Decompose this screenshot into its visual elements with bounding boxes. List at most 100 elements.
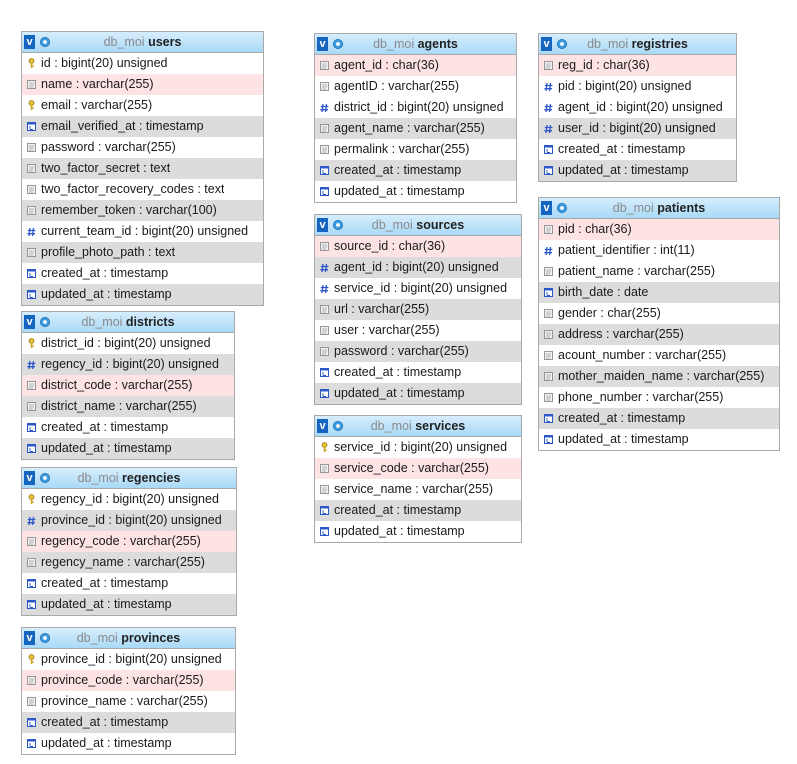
column-row[interactable]: acount_number : varchar(255) [539, 345, 779, 366]
column-row[interactable]: password : varchar(255) [315, 341, 521, 362]
collapse-toggle-icon[interactable]: v [541, 201, 552, 215]
column-row[interactable]: url : varchar(255) [315, 299, 521, 320]
column-row[interactable]: agent_id : bigint(20) unsigned [539, 97, 736, 118]
column-row[interactable]: created_at : timestamp [315, 160, 516, 181]
collapse-toggle-icon[interactable]: v [24, 631, 35, 645]
column-row[interactable]: updated_at : timestamp [315, 181, 516, 202]
gear-icon[interactable] [556, 38, 568, 50]
column-row[interactable]: updated_at : timestamp [539, 429, 779, 450]
column-row[interactable]: updated_at : timestamp [315, 521, 521, 542]
collapse-toggle-icon[interactable]: v [24, 315, 35, 329]
column-row[interactable]: regency_name : varchar(255) [22, 552, 236, 573]
column-row[interactable]: updated_at : timestamp [315, 383, 521, 404]
column-row[interactable]: district_name : varchar(255) [22, 396, 234, 417]
column-row[interactable]: mother_maiden_name : varchar(255) [539, 366, 779, 387]
column-row[interactable]: two_factor_recovery_codes : text [22, 179, 263, 200]
column-row[interactable]: updated_at : timestamp [22, 594, 236, 615]
column-row[interactable]: pid : char(36) [539, 219, 779, 240]
column-row[interactable]: user : varchar(255) [315, 320, 521, 341]
column-row[interactable]: profile_photo_path : text [22, 242, 263, 263]
column-row[interactable]: district_code : varchar(255) [22, 375, 234, 396]
column-row[interactable]: phone_number : varchar(255) [539, 387, 779, 408]
column-row[interactable]: agent_id : char(36) [315, 55, 516, 76]
column-row[interactable]: current_team_id : bigint(20) unsigned [22, 221, 263, 242]
column-row[interactable]: updated_at : timestamp [22, 438, 234, 459]
column-row[interactable]: created_at : timestamp [315, 500, 521, 521]
column-row[interactable]: created_at : timestamp [22, 417, 234, 438]
column-row[interactable]: source_id : char(36) [315, 236, 521, 257]
column-row[interactable]: province_name : varchar(255) [22, 691, 235, 712]
column-row[interactable]: two_factor_secret : text [22, 158, 263, 179]
column-row[interactable]: service_id : bigint(20) unsigned [315, 437, 521, 458]
column-row[interactable]: updated_at : timestamp [22, 733, 235, 754]
column-row[interactable]: name : varchar(255) [22, 74, 263, 95]
column-row[interactable]: address : varchar(255) [539, 324, 779, 345]
column-row[interactable]: province_code : varchar(255) [22, 670, 235, 691]
column-row[interactable]: remember_token : varchar(100) [22, 200, 263, 221]
gear-icon[interactable] [332, 219, 344, 231]
column-row[interactable]: regency_id : bigint(20) unsigned [22, 489, 236, 510]
gear-icon[interactable] [556, 202, 568, 214]
column-row[interactable]: password : varchar(255) [22, 137, 263, 158]
collapse-toggle-icon[interactable]: v [24, 35, 35, 49]
column-row[interactable]: birth_date : date [539, 282, 779, 303]
column-row[interactable]: agent_id : bigint(20) unsigned [315, 257, 521, 278]
collapse-toggle-icon[interactable]: v [24, 471, 35, 485]
column-row[interactable]: created_at : timestamp [22, 263, 263, 284]
column-row[interactable]: regency_code : varchar(255) [22, 531, 236, 552]
column-row[interactable]: id : bigint(20) unsigned [22, 53, 263, 74]
gear-icon[interactable] [332, 38, 344, 50]
column-row[interactable]: province_id : bigint(20) unsigned [22, 510, 236, 531]
collapse-toggle-icon[interactable]: v [541, 37, 552, 51]
column-row[interactable]: permalink : varchar(255) [315, 139, 516, 160]
gear-icon[interactable] [39, 36, 51, 48]
column-row[interactable]: patient_identifier : int(11) [539, 240, 779, 261]
collapse-toggle-icon[interactable]: v [317, 419, 328, 433]
column-row[interactable]: email_verified_at : timestamp [22, 116, 263, 137]
column-row[interactable]: gender : char(255) [539, 303, 779, 324]
column-row[interactable]: regency_id : bigint(20) unsigned [22, 354, 234, 375]
column-row[interactable]: service_name : varchar(255) [315, 479, 521, 500]
column-row[interactable]: service_code : varchar(255) [315, 458, 521, 479]
gear-icon[interactable] [39, 632, 51, 644]
column-row[interactable]: province_id : bigint(20) unsigned [22, 649, 235, 670]
column-row[interactable]: updated_at : timestamp [22, 284, 263, 305]
column-row[interactable]: agentID : varchar(255) [315, 76, 516, 97]
column-row[interactable]: district_id : bigint(20) unsigned [22, 333, 234, 354]
column-row[interactable]: updated_at : timestamp [539, 160, 736, 181]
collapse-toggle-icon[interactable]: v [317, 37, 328, 51]
gear-icon[interactable] [39, 316, 51, 328]
column-row[interactable]: created_at : timestamp [315, 362, 521, 383]
column-row[interactable]: reg_id : char(36) [539, 55, 736, 76]
column-row[interactable]: email : varchar(255) [22, 95, 263, 116]
column-row[interactable]: district_id : bigint(20) unsigned [315, 97, 516, 118]
column-row[interactable]: patient_name : varchar(255) [539, 261, 779, 282]
collapse-toggle-icon[interactable]: v [317, 218, 328, 232]
column-row[interactable]: created_at : timestamp [22, 712, 235, 733]
gear-icon[interactable] [332, 420, 344, 432]
column-row[interactable]: service_id : bigint(20) unsigned [315, 278, 521, 299]
column-row[interactable]: agent_name : varchar(255) [315, 118, 516, 139]
gear-icon[interactable] [39, 472, 51, 484]
column-row[interactable]: created_at : timestamp [539, 408, 779, 429]
column-row[interactable]: pid : bigint(20) unsigned [539, 76, 736, 97]
column-row[interactable]: user_id : bigint(20) unsigned [539, 118, 736, 139]
